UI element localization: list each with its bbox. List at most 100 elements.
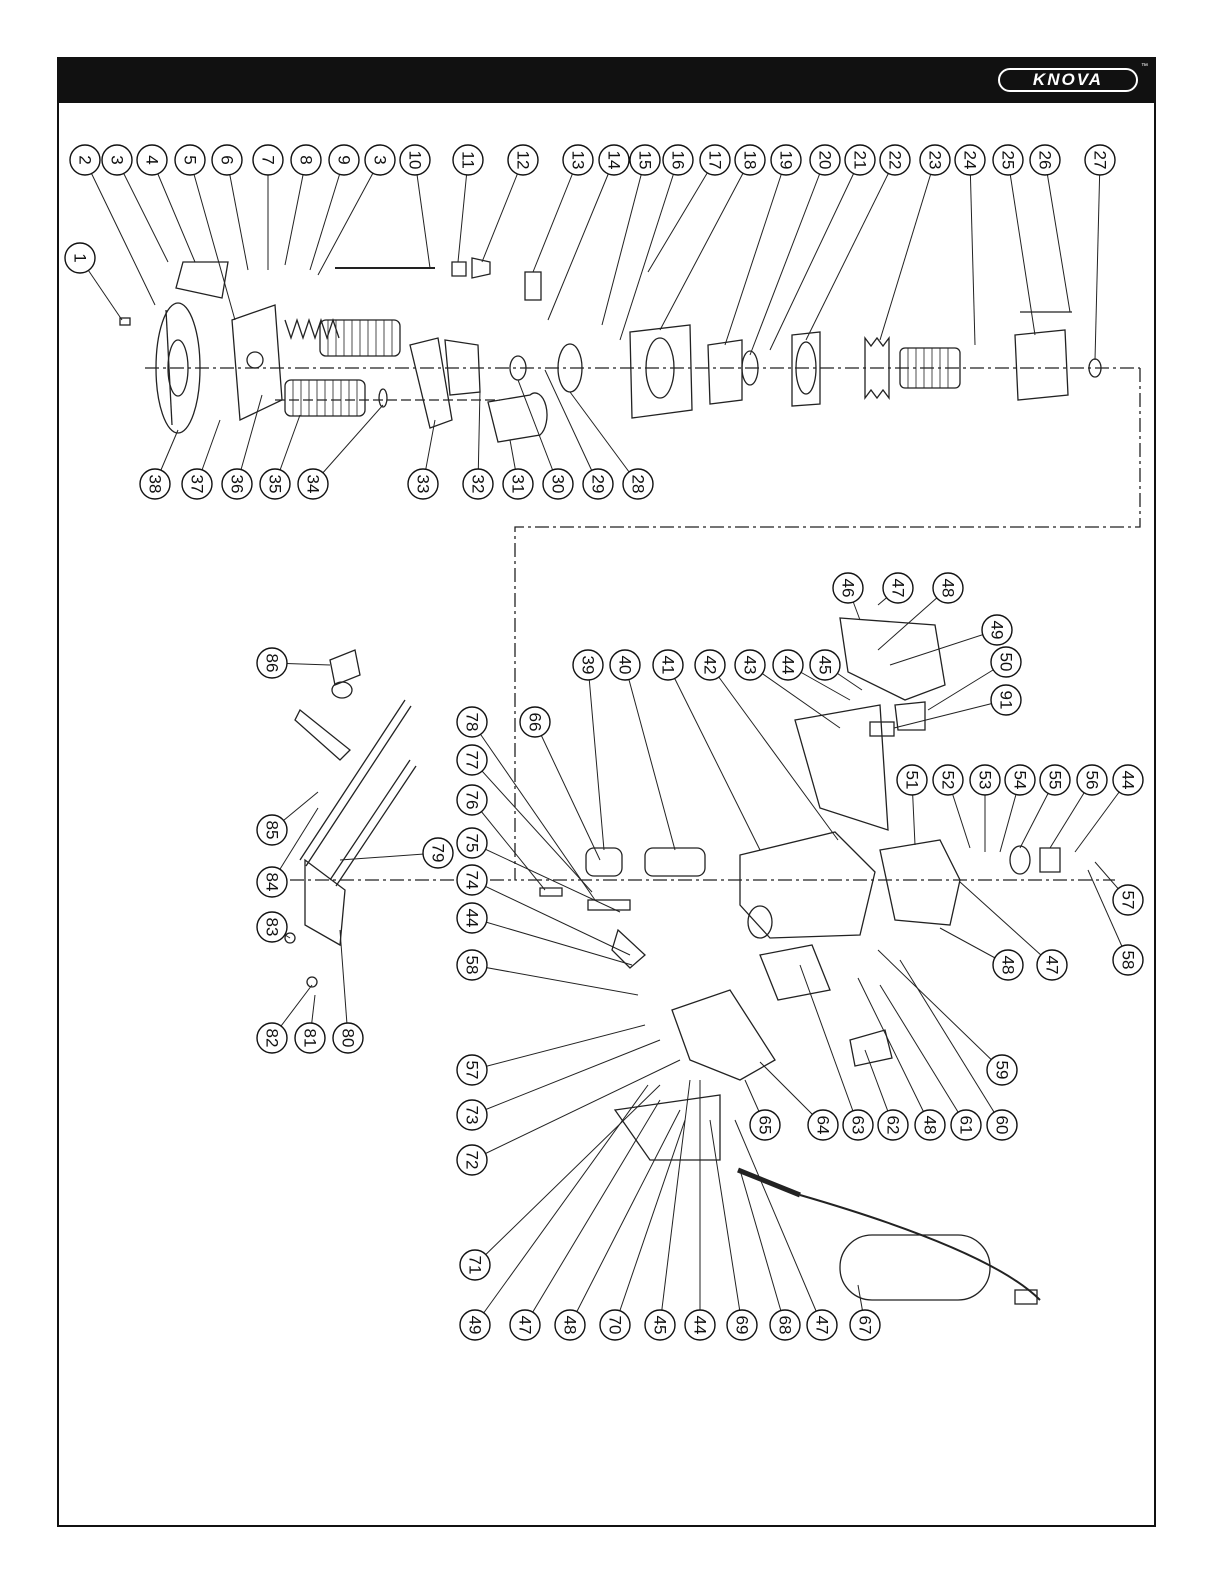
callout-number: 61	[957, 1116, 976, 1135]
callout-c79: 79	[422, 837, 454, 869]
callout-c44b: 44	[1112, 764, 1144, 796]
callout-number: 20	[816, 151, 835, 170]
leader-line-c43	[749, 664, 841, 729]
nut-part-83	[284, 932, 296, 944]
handle-shell-part-69	[613, 1094, 721, 1161]
callout-c63: 63	[842, 1109, 874, 1141]
callout-c48b: 48	[992, 949, 1024, 981]
callout-number: 16	[669, 151, 688, 170]
callout-number: 44	[463, 909, 482, 928]
callout-c65: 65	[749, 1109, 781, 1141]
callout-number: 3	[108, 155, 127, 164]
callout-c48c: 48	[914, 1109, 946, 1141]
leader-line-c26	[1044, 159, 1071, 313]
callout-number: 7	[259, 155, 278, 164]
callout-circle	[699, 144, 731, 176]
callout-number: 76	[463, 791, 482, 810]
callout-number: 14	[605, 151, 624, 170]
trademark-mark: ™	[1141, 63, 1148, 70]
callout-number: 83	[263, 918, 282, 937]
callout-circle	[221, 468, 253, 500]
armature-core	[899, 347, 961, 389]
callout-number: 52	[939, 771, 958, 790]
callout-number: 45	[651, 1316, 670, 1335]
leader-line-c47d	[734, 1119, 823, 1326]
leader-line-c2	[84, 159, 156, 306]
callout-number: 82	[263, 1029, 282, 1048]
callout-circle	[456, 1054, 488, 1086]
leader-lines	[79, 159, 1129, 1326]
leader-line-c70	[614, 1119, 686, 1326]
callout-c3b: 3	[364, 144, 396, 176]
callout-number: 70	[606, 1316, 625, 1335]
callout-c81: 81	[294, 1022, 326, 1054]
callout-circle	[1029, 144, 1061, 176]
callout-c9: 9	[328, 144, 360, 176]
callout-number: 37	[188, 475, 207, 494]
cover-plate	[175, 261, 229, 299]
callout-circle	[256, 911, 288, 943]
leader-line-c75	[471, 842, 621, 913]
leader-line-c63	[799, 964, 859, 1126]
leader-line-c41	[667, 664, 761, 851]
callout-circle	[456, 784, 488, 816]
callout-number: 53	[976, 771, 995, 790]
leader-line-c3b	[317, 159, 381, 276]
callout-number: 33	[414, 475, 433, 494]
callout-number: 47	[813, 1316, 832, 1335]
blade-part-79-upper	[299, 699, 406, 861]
callout-circle	[456, 744, 488, 776]
callout-c83: 83	[256, 911, 288, 943]
callout-number: 4	[143, 155, 162, 164]
brand-logo: KNOVA	[998, 68, 1138, 92]
clamp-part-77	[587, 899, 631, 911]
callout-number: 44	[691, 1316, 710, 1335]
leader-line-c23	[879, 159, 936, 341]
callout-c3a: 3	[101, 144, 133, 176]
gear-housing-ring	[645, 337, 675, 399]
callout-c49b: 49	[459, 1309, 491, 1341]
callout-circle	[256, 1022, 288, 1054]
spring-upper	[284, 317, 340, 341]
leader-line-c28	[569, 391, 639, 485]
callout-circle	[990, 646, 1022, 678]
callout-c84: 84	[256, 866, 288, 898]
callout-circle	[456, 1099, 488, 1131]
callout-number: 78	[463, 713, 482, 732]
callout-number: 84	[263, 873, 282, 892]
callout-c39: 39	[572, 649, 604, 681]
callout-c53: 53	[969, 764, 1001, 796]
pivot-plate	[231, 304, 283, 421]
callout-c50: 50	[990, 646, 1022, 678]
callout-circle	[519, 706, 551, 738]
callout-number: 40	[616, 656, 635, 675]
leader-line-c34	[312, 404, 384, 485]
callout-circle	[562, 144, 594, 176]
leader-line-c57b	[471, 1024, 646, 1071]
callout-circle	[734, 144, 766, 176]
callout-number: 85	[263, 821, 282, 840]
callout-circle	[992, 949, 1024, 981]
bearing-cap-part-19	[707, 339, 743, 405]
leader-line-c11	[457, 159, 469, 263]
leader-line-c13	[532, 159, 579, 273]
callout-circle	[459, 1309, 491, 1341]
callout-circle	[726, 1309, 758, 1341]
callout-circle	[882, 572, 914, 604]
callout-circle	[1039, 764, 1071, 796]
callout-c44d: 44	[684, 1309, 716, 1341]
leader-line-c78	[471, 721, 596, 901]
leader-line-c21	[769, 159, 861, 351]
callout-c11: 11	[452, 144, 484, 176]
callout-c55: 55	[1039, 764, 1071, 796]
leader-line-c59	[877, 949, 1003, 1071]
callout-number: 10	[406, 151, 425, 170]
leader-line-c18	[659, 159, 751, 331]
screw-part-1	[119, 317, 131, 326]
callout-c38: 38	[139, 468, 171, 500]
header-bar: KNOVA ™	[57, 57, 1156, 103]
callout-c67: 67	[849, 1309, 881, 1341]
callout-c43: 43	[734, 649, 766, 681]
callout-circle	[609, 649, 641, 681]
leader-line-c25	[1007, 159, 1036, 336]
